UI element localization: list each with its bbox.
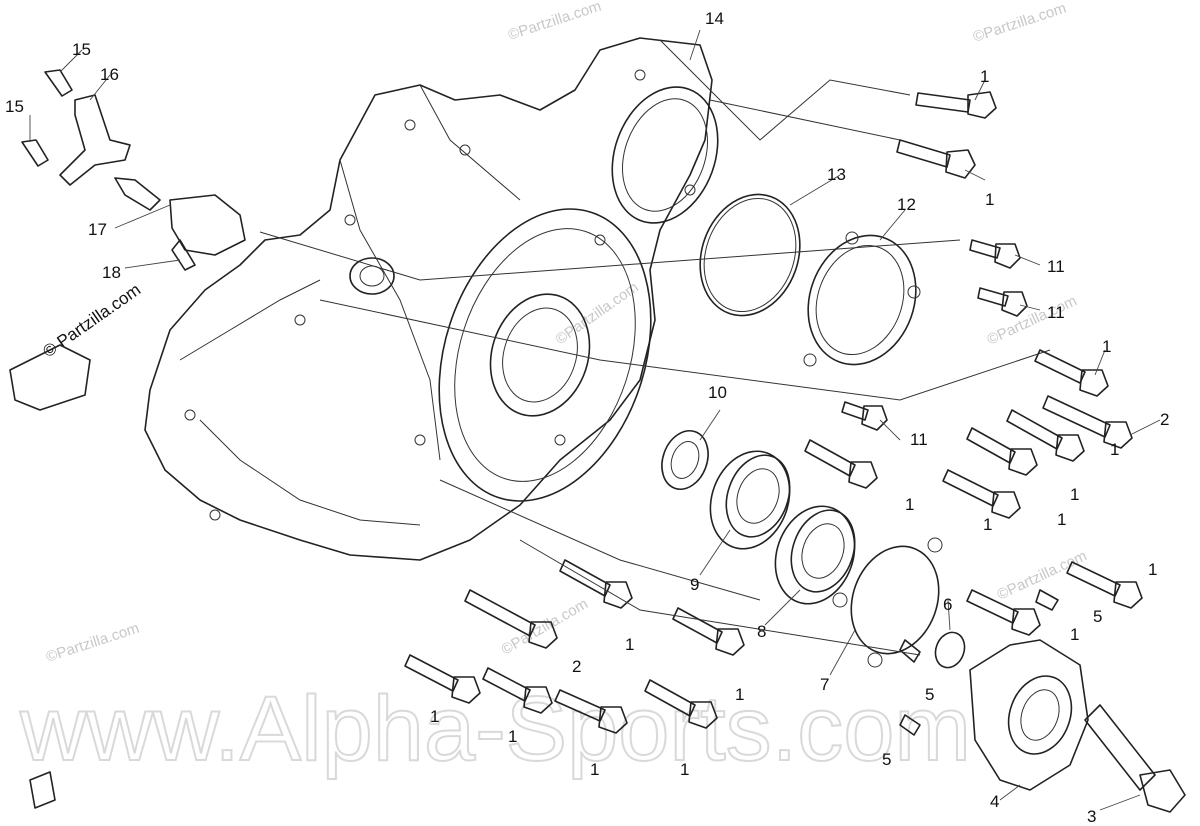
callout: 1 [985, 190, 994, 209]
callout: 1 [680, 760, 689, 779]
o-ring-13 [699, 193, 801, 317]
callout: 5 [925, 685, 934, 704]
callout: 1 [1070, 485, 1079, 504]
front-arrow [29, 771, 56, 809]
callout: 5 [882, 750, 891, 769]
leader-lines [29, 29, 1161, 811]
o-ring-6 [934, 631, 966, 669]
callout: 15 [5, 97, 24, 116]
partzilla-watermark: ©Partzilla.com [971, 0, 1068, 46]
retainer-plate-7 [832, 537, 943, 668]
callout: 11 [1047, 303, 1065, 322]
bolt-3 [1084, 704, 1186, 813]
site-watermark: www.Alpha-Sports.com [19, 678, 971, 780]
bearing-9 [709, 450, 791, 550]
callout: 3 [1087, 807, 1096, 826]
partzilla-watermark: ©Partzilla.com [985, 292, 1080, 348]
callout: 12 [897, 195, 916, 214]
callout: 5 [1093, 607, 1102, 626]
partzilla-watermark: ©Partzilla.com [506, 0, 603, 44]
connector [9, 344, 91, 411]
callout: 1 [735, 685, 744, 704]
callout: 1 [983, 515, 992, 534]
crankcase-cover [144, 37, 719, 561]
cover-12 [803, 231, 921, 367]
callout: 7 [820, 675, 829, 694]
callout: 17 [88, 220, 107, 239]
bracket-16 [59, 94, 131, 186]
bolt-17 [114, 177, 161, 211]
callout: 1 [1070, 625, 1079, 644]
callout: 1 [430, 707, 439, 726]
partzilla-watermark: ©Partzilla.com [995, 547, 1090, 603]
callouts: 1 1 1 1 1 1 1 1 1 1 1 1 1 1 1 1 2 2 3 4 … [5, 9, 1169, 826]
partzilla-watermark: © Partzilla.com [39, 280, 144, 361]
callout: 1 [980, 67, 989, 86]
housing-4 [969, 639, 1089, 791]
partzilla-watermark: ©Partzilla.com [553, 279, 642, 349]
callout: 1 [590, 760, 599, 779]
bolt-15 [21, 69, 73, 167]
callout: 1 [905, 495, 914, 514]
callout: 15 [72, 40, 91, 59]
callout: 14 [705, 9, 724, 28]
callout: 10 [708, 383, 727, 402]
callout: 18 [102, 263, 121, 282]
callout: 1 [1110, 440, 1119, 459]
callout: 4 [990, 792, 999, 811]
callout: 1 [1057, 510, 1066, 529]
callout: 1 [1102, 337, 1111, 356]
callout: 6 [943, 595, 952, 614]
callout: 1 [508, 727, 517, 746]
callout: 8 [757, 622, 766, 641]
callout: 11 [910, 430, 928, 449]
seal-10 [661, 430, 709, 490]
callout: 2 [572, 657, 581, 676]
callout: 1 [1148, 560, 1157, 579]
callout: 16 [100, 65, 119, 84]
sensor-18 [169, 194, 246, 271]
callout: 13 [827, 165, 846, 184]
callout: 1 [625, 635, 634, 654]
bolts [404, 91, 1143, 736]
bearing-8 [774, 505, 856, 605]
partzilla-watermark: ©Partzilla.com [44, 620, 141, 666]
callout: 2 [1160, 410, 1169, 429]
callout: 9 [690, 575, 699, 594]
callout: 11 [1047, 257, 1065, 276]
